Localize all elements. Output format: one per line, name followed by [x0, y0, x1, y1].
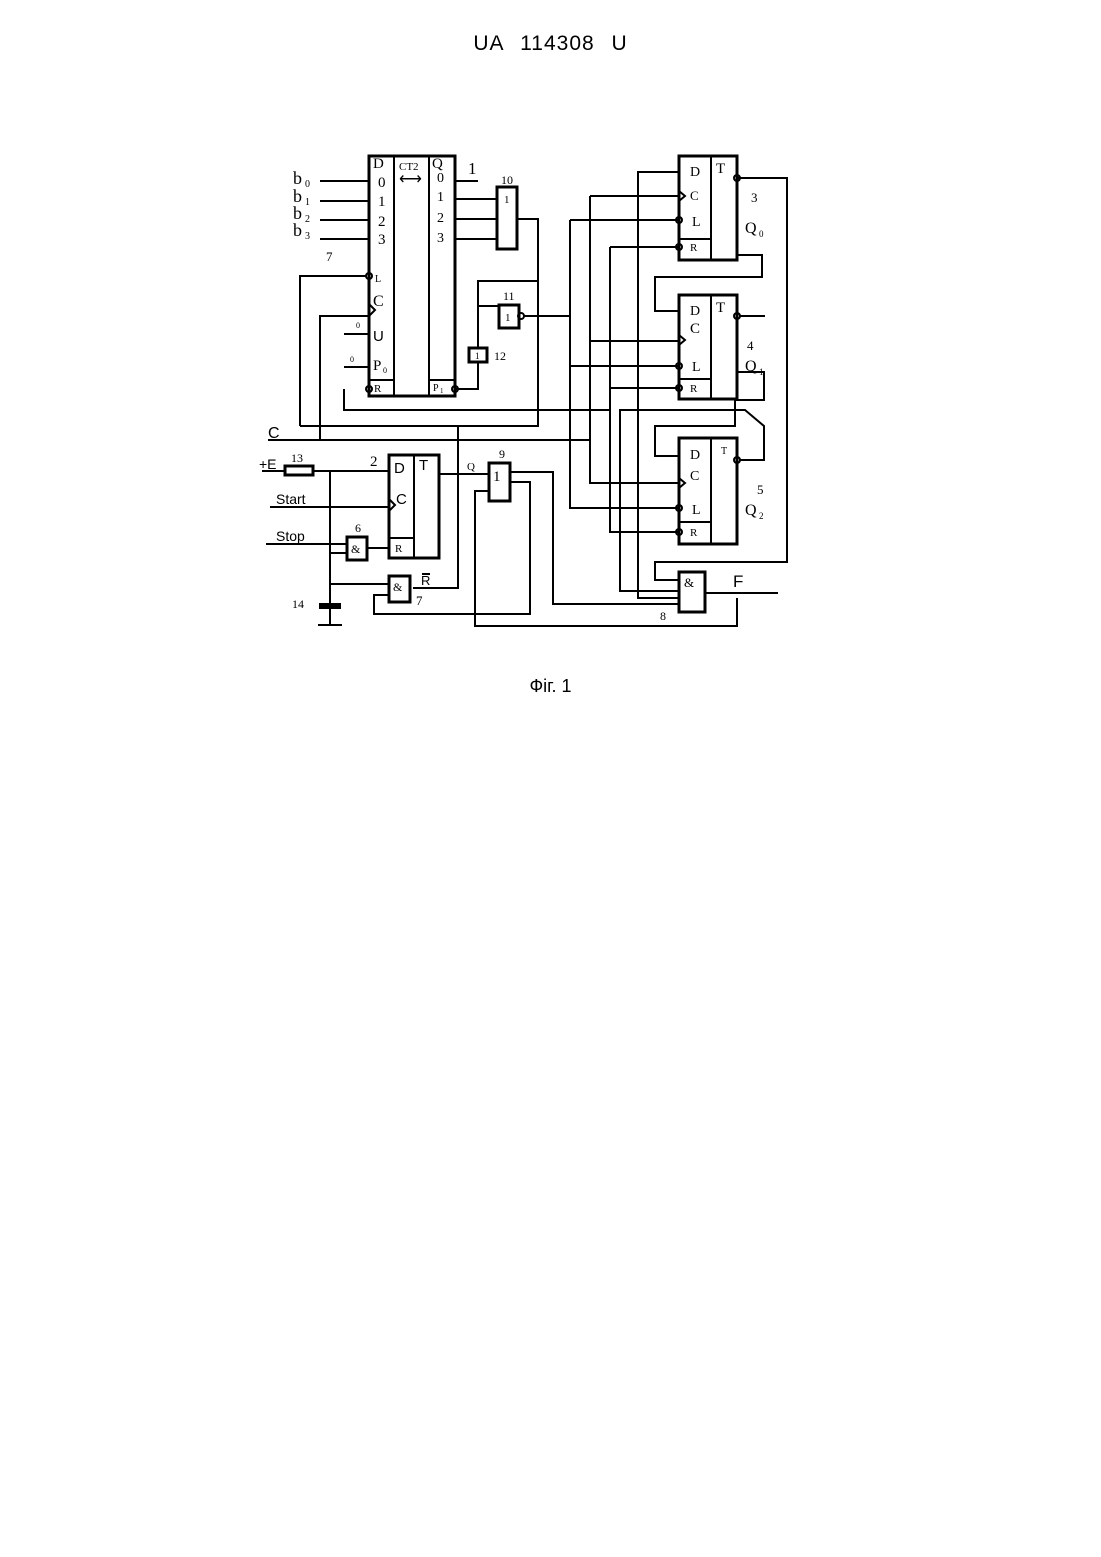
- ff4-pin-d: D: [690, 304, 700, 319]
- gate-8-symbol: &: [684, 575, 694, 590]
- trigger-5: [679, 438, 737, 544]
- figure-caption: Фіг. 1: [0, 676, 1101, 697]
- ff3-pin-c: C: [690, 188, 699, 203]
- element-12-symbol: 1: [475, 351, 480, 361]
- ff4-ref: 4: [747, 338, 754, 353]
- label-b0-sub: 0: [305, 179, 310, 190]
- ff5-q-sub: 2: [759, 511, 764, 521]
- gate-7-r-label: R: [421, 573, 430, 588]
- label-stop: Stop: [276, 528, 305, 544]
- label-b0: b: [293, 168, 302, 188]
- ff5-pin-r: R: [690, 527, 698, 539]
- gate-6-ref: 6: [355, 521, 361, 535]
- ff4-t: T: [716, 300, 725, 316]
- label-b1-sub: 1: [305, 197, 310, 208]
- resistor-13: [285, 466, 313, 475]
- ff3-pin-r: R: [690, 242, 698, 254]
- counter-pin-p0-sub: 0: [383, 366, 387, 375]
- ff3-q-sub: 0: [759, 229, 764, 239]
- counter-ref-7: 7: [326, 249, 333, 264]
- counter-pin-in2: 2: [378, 214, 386, 230]
- counter-pin-d: D: [373, 156, 384, 172]
- counter-pin-l: L: [375, 274, 381, 285]
- counter-pin-p1-sub: 1: [440, 387, 444, 395]
- ff3-pin-l: L: [692, 215, 701, 230]
- counter-pin-in3: 3: [378, 232, 386, 248]
- label-b2-sub: 2: [305, 214, 310, 225]
- gate-8-ref: 8: [660, 609, 666, 623]
- gate9-to-gate8: [510, 472, 679, 604]
- counter-l-wire: [300, 276, 366, 426]
- gate-10-inputs: [455, 199, 497, 239]
- gate-10-ref: 10: [501, 173, 513, 187]
- element-12-ref: 12: [494, 349, 506, 363]
- p1-to-element12: [455, 362, 478, 389]
- gate-11-output-bubble: [518, 313, 524, 319]
- capacitor-ref: 14: [292, 597, 304, 611]
- label-start: Start: [276, 491, 306, 507]
- counter-pin-out2: 2: [437, 211, 444, 226]
- ff5-t: T: [721, 446, 727, 457]
- counter-pin-q: Q: [432, 156, 443, 172]
- gate-9-q-label: Q: [467, 461, 475, 473]
- ff5-pin-d: D: [690, 448, 700, 463]
- gate-6-symbol: &: [351, 542, 361, 556]
- counter-pin-out0: 0: [437, 171, 444, 186]
- counter-pin-u: U: [373, 328, 384, 345]
- counter-pin-in0: 0: [378, 175, 386, 191]
- input-b-lines: [320, 181, 369, 239]
- label-supply: +E: [259, 456, 277, 472]
- start-ff-pin-r: R: [395, 543, 403, 555]
- ff3-t: T: [716, 161, 725, 177]
- output-f-label: F: [733, 572, 743, 591]
- label-b3: b: [293, 220, 302, 240]
- gate-7-symbol: &: [393, 580, 403, 594]
- start-ff-ref: 2: [370, 454, 378, 470]
- counter-pin-out1: 1: [437, 190, 444, 205]
- gate-9-symbol: 1: [493, 469, 501, 485]
- label-q0-out: 1: [468, 159, 477, 178]
- gate-7-ref: 7: [416, 593, 423, 608]
- ff5-pin-c: C: [690, 469, 699, 484]
- label-u-const: 0: [356, 321, 360, 330]
- trigger-4: [679, 295, 737, 399]
- ff4-pin-c: C: [690, 321, 700, 337]
- ff3-ref: 3: [751, 190, 758, 205]
- start-ff-t: T: [419, 457, 428, 474]
- resistor-ref: 13: [291, 451, 303, 465]
- counter-pin-in1: 1: [378, 194, 386, 210]
- gate-9-ref: 9: [499, 447, 505, 461]
- ff4-pin-r: R: [690, 383, 698, 395]
- counter-pin-r: R: [374, 383, 382, 395]
- g11-out-to-l: [524, 316, 679, 508]
- gate-11-symbol: 1: [505, 312, 511, 324]
- counter-pin-p1: P: [433, 383, 439, 394]
- capacitor-plate-top: [319, 603, 341, 609]
- counter-pin-out3: 3: [437, 231, 444, 246]
- gate-10-symbol: 1: [504, 194, 510, 206]
- start-ff-pin-d: D: [394, 460, 405, 477]
- ff5-ref: 5: [757, 482, 764, 497]
- trigger-3: [679, 156, 737, 260]
- ff4-pin-l: L: [692, 360, 701, 375]
- ff5-q: Q: [745, 502, 757, 519]
- counter-arrow: ⟷: [399, 171, 422, 188]
- ff5-pin-l: L: [692, 503, 701, 518]
- ff3-q: Q: [745, 220, 757, 237]
- gate-11-ref: 11: [503, 289, 515, 303]
- ff3-pin-d: D: [690, 165, 700, 180]
- label-p0-const: 0: [350, 355, 354, 364]
- counter-pin-p0: P: [373, 358, 381, 374]
- counter-pin-c: C: [373, 293, 384, 310]
- label-b3-sub: 3: [305, 231, 310, 242]
- start-ff-pin-c: C: [396, 491, 407, 508]
